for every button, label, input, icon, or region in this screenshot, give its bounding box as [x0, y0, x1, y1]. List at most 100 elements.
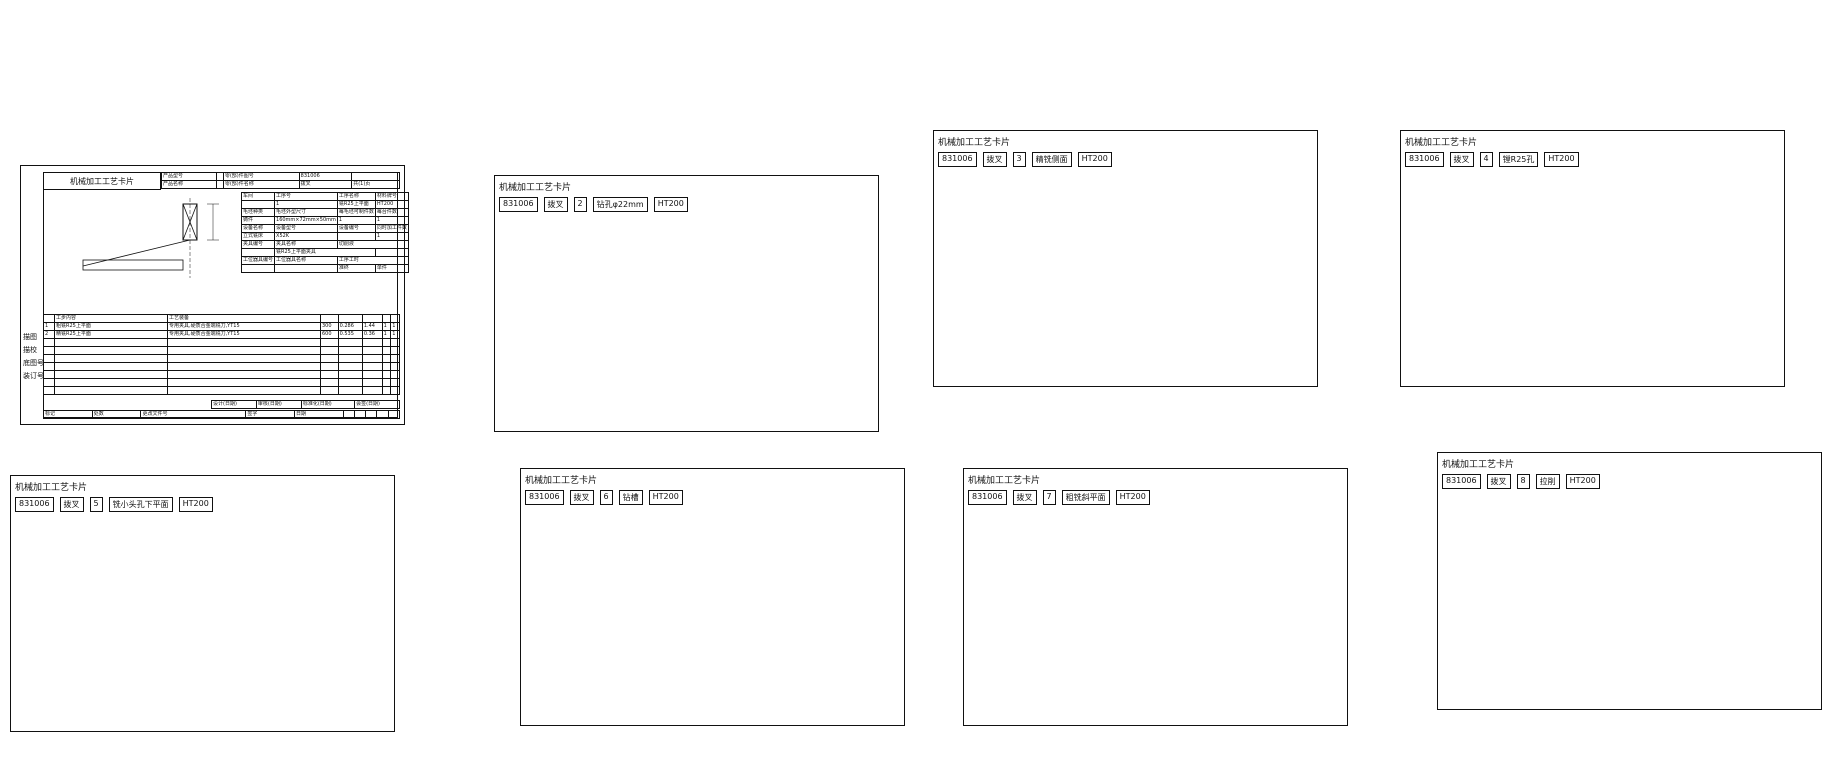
step-content: 粗铣R25上平面 [54, 322, 168, 331]
footer-table: 标记 处数 更改文件号 签字 日期 [43, 410, 401, 419]
part-name: 拨叉 [569, 490, 594, 505]
card-title: 机械加工工艺卡片 [968, 476, 1041, 486]
step-speed: 600 [320, 330, 339, 339]
equipment-model-label: 设备型号 [274, 224, 338, 233]
material-label: 材料牌号 [374, 192, 409, 201]
step-header: 工步内容 [54, 314, 168, 323]
step-row: 1 粗铣R25上平面 专用夹具,硬质合金端铣刀,YT15 300 0.286 1… [43, 322, 400, 331]
card-title: 机械加工工艺卡片 [1442, 460, 1515, 470]
material: HT200 [653, 197, 688, 212]
side-label-base-no: 底图号 [23, 359, 44, 367]
blank-type-label: 毛坯种类 [240, 208, 276, 217]
step-time: 1 [390, 330, 400, 339]
coolant-label: 切削液 [336, 240, 409, 249]
prep-label: 准终 [336, 264, 376, 273]
equipment-name: 立式铣床 [240, 232, 276, 241]
sign-design: 设计(日期) [211, 400, 257, 409]
process-no: 4 [1479, 152, 1493, 167]
part-no: 831006 [938, 152, 977, 167]
side-label-proofread: 描校 [23, 346, 37, 354]
material: HT200 [1565, 474, 1600, 489]
part-no: 831006 [1442, 474, 1481, 489]
step-no: 2 [43, 330, 55, 339]
part-name: 拨叉 [59, 497, 84, 512]
workshop-label: 车间 [240, 192, 276, 201]
product-name-label: 产品名称 [161, 180, 217, 189]
process-name: 镗R25孔 [1498, 152, 1539, 167]
footer-count: 处数 [91, 410, 142, 419]
blank-pieces-label: 每毛坯可制件数 [336, 208, 376, 217]
time-label: 工序工时 [336, 256, 409, 265]
footer-change-doc: 更改文件号 [140, 410, 247, 419]
part-no: 831006 [499, 197, 538, 212]
part-no: 831006 [15, 497, 54, 512]
part-name: 拨叉 [982, 152, 1007, 167]
total-pages: 共(1)页 [351, 180, 400, 189]
part-no-label: 零(部)件图号 [222, 172, 300, 181]
step-content: 精铣R25上平面 [54, 330, 168, 339]
card-title: 机械加工工艺卡片 [1405, 138, 1478, 148]
header-table: 产品型号 零(部)件图号 831006 产品名称 零(部)件名称 拨叉 共(1)… [161, 172, 400, 189]
process-card-1: 机械加工工艺卡片 产品型号 零(部)件图号 831006 产品名称 零(部)件名… [20, 165, 409, 425]
footer-date: 日期 [294, 410, 344, 419]
process-name: 钻孔φ22mm [592, 197, 648, 212]
process-no-label: 工序号 [274, 192, 338, 201]
step-equip: 专用夹具,硬质合金端铣刀,YT15 [167, 330, 321, 339]
per-unit: 1 [374, 216, 409, 225]
step-speed: 300 [320, 322, 339, 331]
part-name-value: 拨叉 [298, 180, 353, 189]
per-unit-label: 每台件数 [374, 208, 409, 217]
card-title: 机械加工工艺卡片 [499, 183, 572, 193]
product-model-label: 产品型号 [161, 172, 217, 181]
material: HT200 [1115, 490, 1150, 505]
card-title: 机械加工工艺卡片 [525, 476, 598, 486]
step-depth: 1 [381, 330, 392, 339]
side-labels: 描图 描校 底图号 装订号 [23, 334, 44, 380]
side-label-trace: 描图 [23, 333, 37, 341]
station-tool-no-label: 工位器具编号 [240, 256, 276, 265]
process-no: 2 [573, 197, 587, 212]
card-title-box: 机械加工工艺卡片 [43, 172, 161, 190]
process-no: 7 [1042, 490, 1056, 505]
step-no: 1 [43, 322, 55, 331]
card-title: 机械加工工艺卡片 [938, 138, 1011, 148]
step-depth: 1 [381, 322, 392, 331]
part-no: 831006 [1405, 152, 1444, 167]
part-name: 拨叉 [543, 197, 568, 212]
step-feed: 1.44 [361, 322, 383, 331]
part-name: 拨叉 [1012, 490, 1037, 505]
process-name: 拉削 [1535, 474, 1560, 489]
blank-type: 铸件 [240, 216, 276, 225]
step-row: 2 精铣R25上平面 专用夹具,硬质合金端铣刀,YT15 600 0.535 0… [43, 330, 400, 339]
material: HT200 [1544, 152, 1579, 167]
card-title: 机械加工工艺卡片 [15, 483, 88, 493]
process-name: 铣小头孔下平面 [108, 497, 173, 512]
part-name-label: 零(部)件名称 [222, 180, 300, 189]
process-name: 钻槽 [618, 490, 643, 505]
simultaneous: 1 [374, 232, 409, 241]
blank-size-label: 毛坯外型尺寸 [274, 208, 338, 217]
steps-table: 工步内容 工艺装备 1 粗铣R25上平面 专用夹具,硬质合金端铣刀,YT15 3… [43, 314, 400, 395]
footer-sign: 签字 [245, 410, 296, 419]
sign-table: 设计(日期) 审核(日期) 标准化(日期) 会签(日期) [211, 400, 400, 409]
part-sketch [82, 198, 219, 278]
process-no: 5 [89, 497, 103, 512]
process-name-label: 工序名称 [336, 192, 376, 201]
process-card-2: 机械加工工艺卡片 831006 拨叉 2 钻孔φ22mm HT200 [494, 175, 879, 432]
material: HT200 [648, 490, 683, 505]
process-no: 1 [274, 200, 338, 209]
process-name: 铣R25上平面 [336, 200, 376, 209]
sign-standard: 标准化(日期) [300, 400, 356, 409]
unit-label: 单件 [374, 264, 409, 273]
side-label-binding-no: 装订号 [23, 372, 44, 380]
equipment-model: X52K [274, 232, 338, 241]
fixture-no-label: 夹具编号 [240, 240, 276, 249]
process-no: 8 [1516, 474, 1530, 489]
fixture-name: 铣R25上平面夹具 [274, 248, 376, 257]
step-feed: 0.36 [361, 330, 383, 339]
sign-review: 审核(日期) [255, 400, 302, 409]
